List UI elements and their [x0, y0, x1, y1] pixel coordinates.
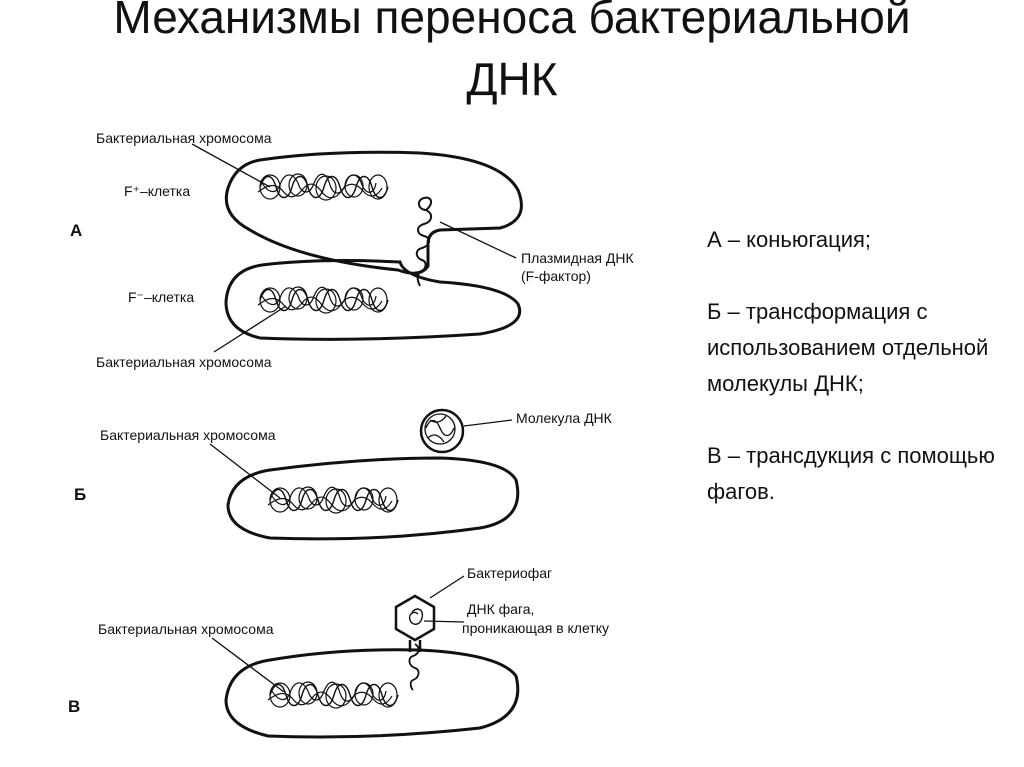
legend-item-v: В – трансдукция с помощью фагов. [707, 443, 995, 504]
section-b: Б Бактериальная хромосома Молекула ДНК [74, 408, 613, 541]
label-f-plus-cell: F⁺–клетка [124, 183, 190, 199]
chromosome-coil-b [267, 486, 399, 514]
host-cell-v [224, 648, 520, 739]
label-plasmid-dna-line-1: Плазмидная ДНК [521, 250, 634, 266]
section-a: А Бактериальная хромосома F⁺–клетка F⁻–к… [70, 130, 634, 370]
slide-title-line-2: ДНК [466, 53, 558, 105]
chromosome-coil-v [267, 681, 399, 709]
bacteriophage [394, 594, 436, 691]
f-minus-cell [224, 259, 522, 341]
f-plus-cell [224, 150, 523, 275]
section-a-letter: А [70, 221, 82, 240]
label-bacterial-chromosome-v: Бактериальная хромосома [98, 621, 274, 637]
label-bacteriophage: Бактериофаг [467, 565, 552, 581]
slide-title: Механизмы переноса бактериальной ДНК [0, 0, 1024, 110]
legend-item-b: Б – трансформация с использованием отдел… [707, 299, 989, 396]
recipient-cell-b [226, 456, 520, 541]
label-phage-dna-line-2: проникающая в клетку [462, 620, 609, 636]
section-v: В Бактериальная хромосома Бактериофаг ДН… [68, 565, 609, 739]
chromosome-coil-a-top [257, 173, 389, 201]
section-b-letter: Б [74, 485, 86, 504]
label-bacterial-chromosome-a-top: Бактериальная хромосома [96, 130, 272, 146]
label-bacterial-chromosome-a-bottom: Бактериальная хромосома [96, 354, 272, 370]
chromosome-coil-a-bottom [257, 286, 389, 314]
free-dna-molecule [419, 408, 465, 454]
plasmid-dna-strand [415, 196, 432, 287]
label-dna-molecule: Молекула ДНК [516, 410, 613, 426]
label-plasmid-dna-line-2: (F-фактор) [521, 268, 591, 284]
legend: А – коньюгация; Б – трансформация с испо… [707, 222, 1007, 546]
section-v-letter: В [68, 697, 80, 716]
slide-title-line-1: Механизмы переноса бактериальной [113, 0, 911, 43]
label-bacterial-chromosome-b: Бактериальная хромосома [100, 427, 276, 443]
legend-item-a: А – коньюгация; [707, 227, 872, 252]
label-f-minus-cell: F⁻–клетка [128, 289, 194, 305]
label-phage-dna-line-1: ДНК фага, [467, 601, 534, 617]
